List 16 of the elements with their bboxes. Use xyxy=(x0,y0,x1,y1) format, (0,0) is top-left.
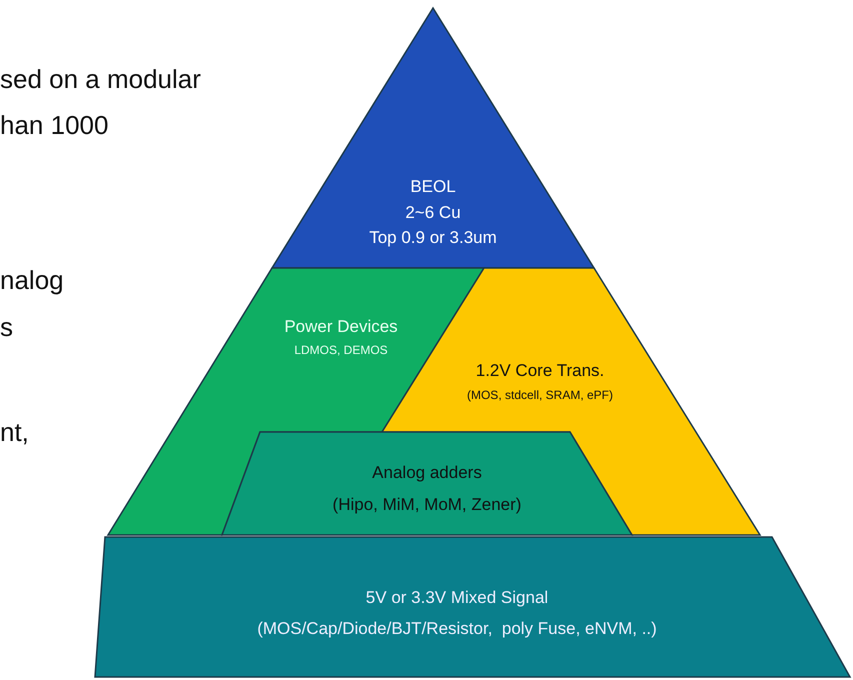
cropped-text: sed on a modular xyxy=(0,64,201,95)
cropped-text: nalog xyxy=(0,265,64,296)
layer-detail: (MOS, stdcell, SRAM, ePF) xyxy=(466,389,614,402)
layer-detail: (Hipo, MiM, MoM, Zener) xyxy=(332,496,522,515)
layer-detail: (MOS/Cap/Diode/BJT/Resistor, poly Fuse, eNVM, ..) xyxy=(257,620,657,639)
layer-title: 1.2V Core Trans. xyxy=(476,362,604,381)
layer-detail: 2~6 Cu xyxy=(405,204,461,223)
layer-detail: LDMOS, DEMOS xyxy=(294,344,388,358)
layer-title: BEOL xyxy=(410,178,456,197)
cropped-text: s xyxy=(0,312,13,343)
cropped-text: nt, xyxy=(0,417,29,448)
cropped-text: han 1000 xyxy=(0,110,108,141)
layer-title: Analog adders xyxy=(372,464,482,483)
layer-title: Power Devices xyxy=(284,318,398,337)
layer-title: 5V or 3.3V Mixed Signal xyxy=(366,589,548,608)
layer-detail: Top 0.9 or 3.3um xyxy=(369,229,497,248)
